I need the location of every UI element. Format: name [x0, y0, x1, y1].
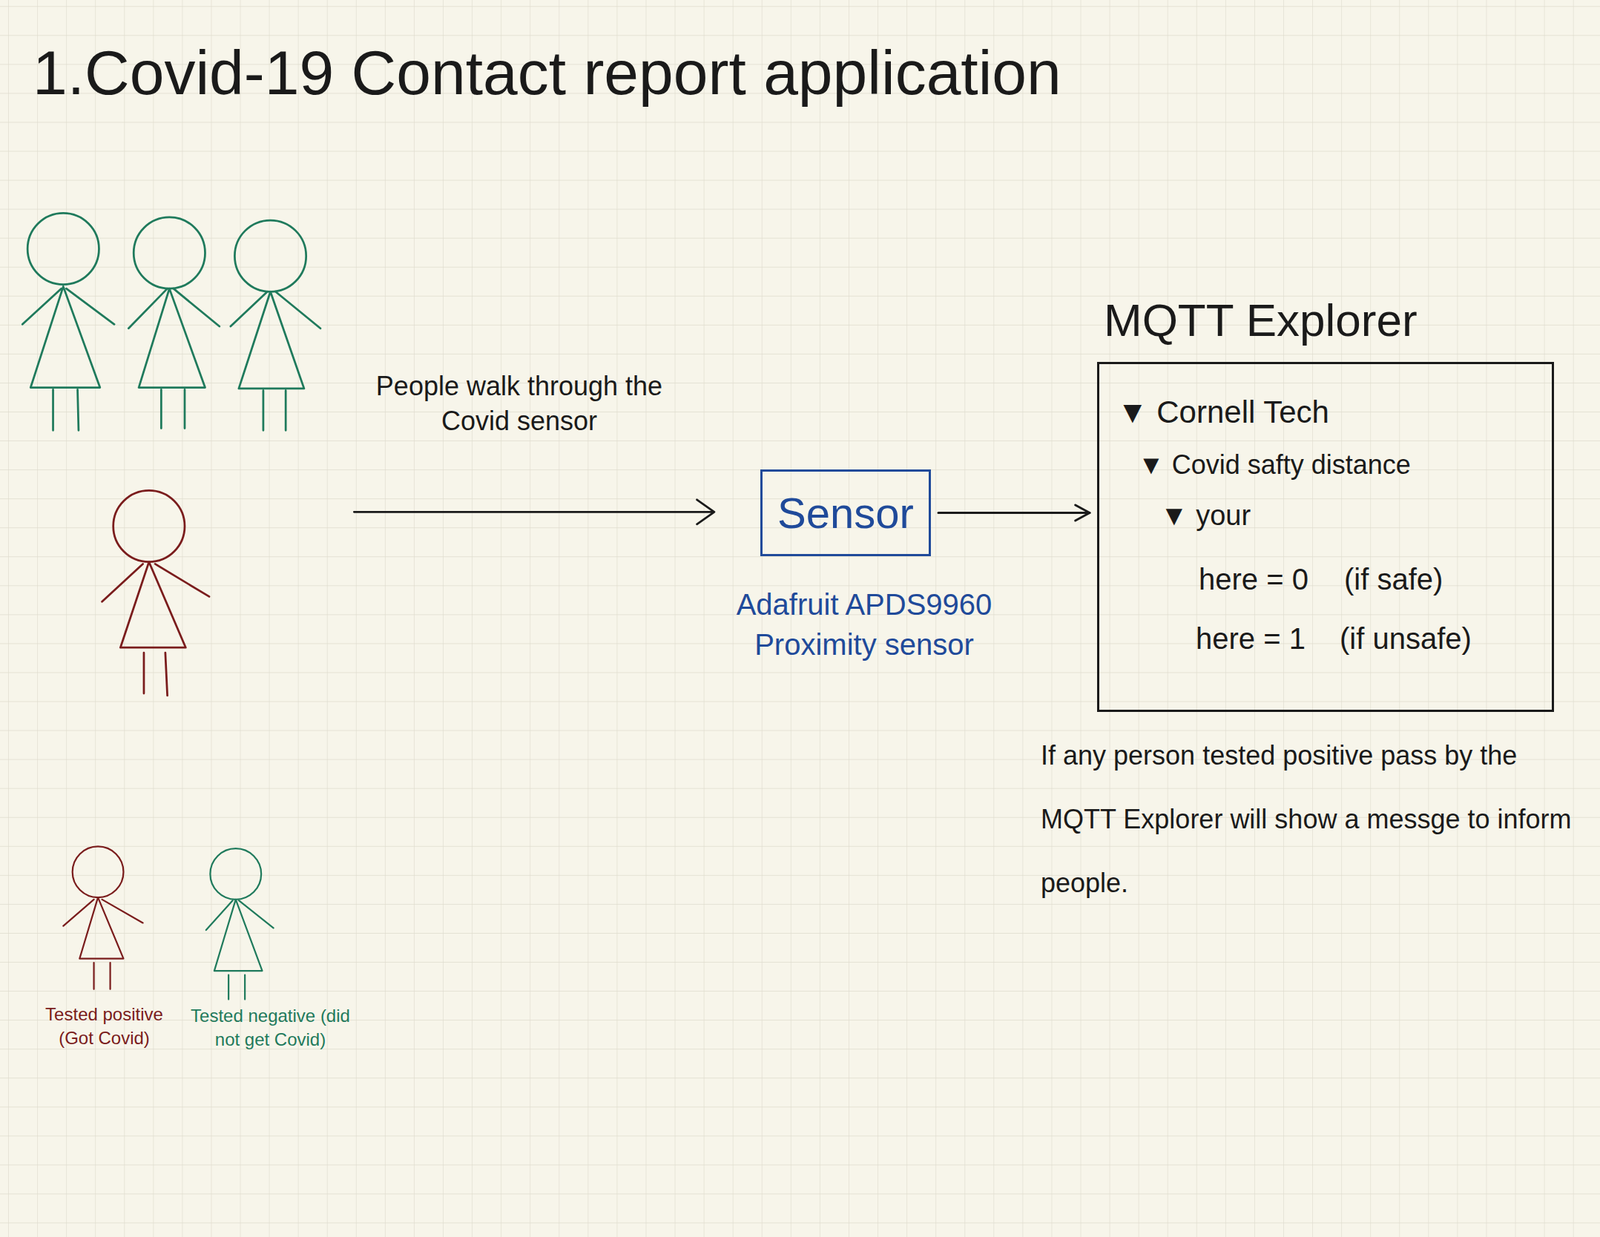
legend-negative-figure [206, 848, 274, 1000]
connector-line [938, 511, 1090, 515]
stick-figure [128, 217, 219, 429]
legend-positive-figure [63, 846, 143, 990]
node-text: Sensor [777, 487, 914, 540]
value-note: (if safe) [1344, 561, 1443, 598]
stick-figure [230, 220, 321, 431]
legend-text: Tested negative (did not get Covid) [186, 1004, 354, 1053]
sensor-box: Sensor [760, 469, 931, 557]
walk-arrow [353, 499, 715, 525]
value-text: here = 0 [1198, 561, 1309, 598]
tree-item: ▼ Covid safty distance [1137, 448, 1411, 481]
panel-heading: MQTT Explorer [1103, 292, 1418, 348]
annotation-label: People walk through the Covid sensor [370, 369, 668, 440]
value-text: here = 1 [1195, 620, 1306, 657]
infected-person-figure [102, 490, 210, 696]
annotation-label: Adafruit APDS9960 Proximity sensor [700, 584, 1028, 665]
value-note: (if unsafe) [1339, 620, 1472, 657]
tree-item: ▼ Cornell Tech [1117, 393, 1330, 431]
arrowhead [1075, 505, 1090, 521]
flow-arrow [938, 505, 1090, 521]
mqtt-explorer-panel: MQTT Explorer▼ Cornell Tech▼ Covid safty… [1097, 361, 1555, 713]
legend-text: Tested positive (Got Covid) [28, 1002, 181, 1052]
stick-figure [22, 212, 115, 431]
healthy-people-figures [22, 212, 321, 431]
diagram-title: 1.Covid-19 Contact report application [32, 37, 1062, 110]
tree-item: ▼ your [1160, 499, 1251, 534]
annotation-label: If any person tested positive pass by th… [1040, 723, 1575, 916]
